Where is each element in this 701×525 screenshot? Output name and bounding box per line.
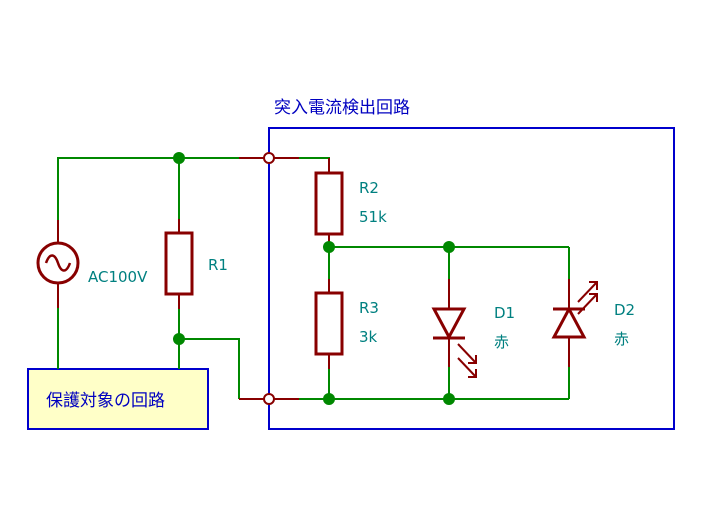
junction-dot bbox=[173, 333, 185, 345]
ac-source-label: AC100V bbox=[88, 268, 148, 286]
d1-ref-label: D1 bbox=[494, 304, 515, 322]
protected-circuit-box bbox=[27, 368, 209, 430]
junctions bbox=[173, 152, 455, 405]
terminal-top bbox=[263, 152, 275, 164]
junction-dot bbox=[443, 241, 455, 253]
r3-value-label: 3k bbox=[359, 328, 378, 346]
r2-ref-label: R2 bbox=[359, 179, 379, 197]
resistor-r3 bbox=[314, 291, 344, 356]
resistor-r2 bbox=[314, 171, 344, 236]
wire-top-right bbox=[299, 157, 330, 159]
detector-box bbox=[268, 127, 675, 430]
terminal-bottom bbox=[263, 393, 275, 405]
junction-dot bbox=[173, 152, 185, 164]
junction-dot bbox=[323, 393, 335, 405]
r3-ref-label: R3 bbox=[359, 299, 379, 317]
led-d1-icon bbox=[431, 307, 477, 378]
led-d2-icon bbox=[551, 281, 598, 339]
protected-circuit-label: 保護対象の回路 bbox=[46, 391, 165, 411]
junction-dot bbox=[323, 241, 335, 253]
terminals bbox=[263, 152, 275, 405]
detector-box-title: 突入電流検出回路 bbox=[274, 98, 410, 118]
r1-ref-label: R1 bbox=[208, 256, 228, 274]
d2-ref-label: D2 bbox=[614, 301, 635, 319]
ac-source-icon bbox=[36, 241, 80, 285]
d1-value-label: 赤 bbox=[494, 333, 509, 351]
resistor-r1 bbox=[164, 231, 194, 296]
d2-value-label: 赤 bbox=[614, 330, 629, 348]
wire-r1-to-bottom bbox=[179, 338, 240, 399]
junction-dot bbox=[443, 393, 455, 405]
wire-top-left bbox=[57, 157, 239, 220]
r2-value-label: 51k bbox=[359, 208, 387, 226]
